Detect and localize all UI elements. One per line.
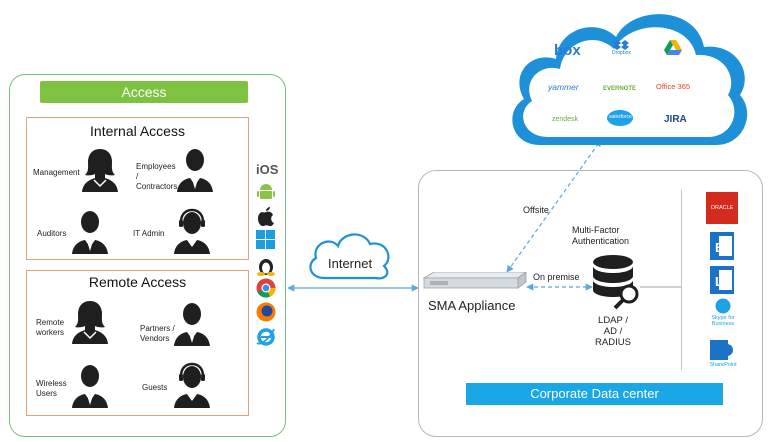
- sharepoint-label: SharePoint: [709, 362, 737, 368]
- sma-appliance-label: SMA Appliance: [428, 298, 516, 313]
- person-label-wireless: Wireless Users: [36, 379, 67, 398]
- auditor-icon: [70, 208, 110, 254]
- exchange-icon: E: [710, 232, 734, 260]
- svg-text:L: L: [715, 274, 723, 289]
- internal-access-box: Internal Access: [26, 117, 249, 260]
- person-label-management: Management: [33, 168, 80, 177]
- remote-access-title: Remote Access: [88, 274, 187, 290]
- person-label-it-admin: IT Admin: [133, 229, 165, 238]
- partner-icon: [172, 300, 212, 346]
- remote-access-box: Remote Access: [26, 270, 249, 416]
- wireless-user-icon: [70, 362, 110, 408]
- lync-icon: L: [710, 266, 734, 294]
- oracle-icon: ORACLE: [706, 192, 738, 224]
- oracle-label: ORACLE: [710, 205, 734, 211]
- android-icon: [257, 184, 275, 199]
- salesforce-logo: salesforce: [609, 114, 632, 120]
- jira-logo: JIRA: [664, 114, 687, 125]
- yammer-logo: yammer: [548, 82, 579, 92]
- dropbox-logo: Dropbox: [612, 50, 631, 56]
- linux-icon: [257, 259, 275, 276]
- chrome-icon: [256, 278, 276, 298]
- offsite-label: Offsite: [523, 205, 549, 215]
- sma-appliance-icon: [422, 272, 527, 289]
- dropbox-icon: [613, 40, 629, 50]
- person-label-auditors: Auditors: [37, 229, 67, 238]
- it-admin-icon: [172, 208, 212, 254]
- skype-label: Skype for Business: [711, 315, 735, 327]
- evernote-logo: EVERNOTE: [603, 86, 637, 92]
- guest-icon: [172, 362, 212, 408]
- access-header: Access: [40, 81, 248, 103]
- database-icon: [593, 255, 639, 310]
- google-drive-icon: [664, 40, 682, 55]
- on-premise-label: On premise: [533, 272, 580, 282]
- employee-icon: [175, 146, 215, 192]
- box-logo: box: [554, 42, 581, 59]
- apple-icon: [258, 207, 274, 226]
- data-center-header: Corporate Data center: [466, 383, 723, 405]
- internet-explorer-icon: [256, 328, 275, 346]
- salesforce-icon: [607, 110, 633, 126]
- person-label-employees: Employees / Contractors: [136, 162, 178, 191]
- firefox-icon: [256, 302, 276, 322]
- offsite-link: [506, 139, 602, 273]
- internet-cloud-icon: [309, 233, 390, 280]
- mfa-label: Multi-Factor Authentication: [572, 225, 630, 246]
- svg-text:E: E: [715, 240, 724, 255]
- management-icon: [80, 146, 120, 192]
- access-panel: [9, 74, 286, 437]
- person-label-partners: Partners / Vendors: [140, 324, 175, 343]
- skype-icon: [715, 298, 731, 314]
- sharepoint-icon: [710, 340, 733, 360]
- office365-logo: Office 365: [656, 82, 691, 91]
- windows-icon: [256, 230, 275, 249]
- person-label-remote-workers: Remote workers: [36, 318, 65, 337]
- ldap-ad-radius-label: LDAP / AD / RADIUS: [595, 315, 631, 348]
- internet-label: Internet: [328, 256, 373, 271]
- internal-access-title: Internal Access: [90, 123, 185, 139]
- zendesk-logo: zendesk: [552, 116, 579, 123]
- person-label-guests: Guests: [142, 383, 168, 392]
- ios-icon: iOS: [256, 162, 279, 177]
- remote-worker-icon: [70, 298, 110, 344]
- data-center-panel: [418, 170, 763, 437]
- enterprise-apps-strip: ORACLE E L Skype for Business SharePoint: [681, 190, 741, 370]
- saas-cloud-icon: [512, 14, 748, 145]
